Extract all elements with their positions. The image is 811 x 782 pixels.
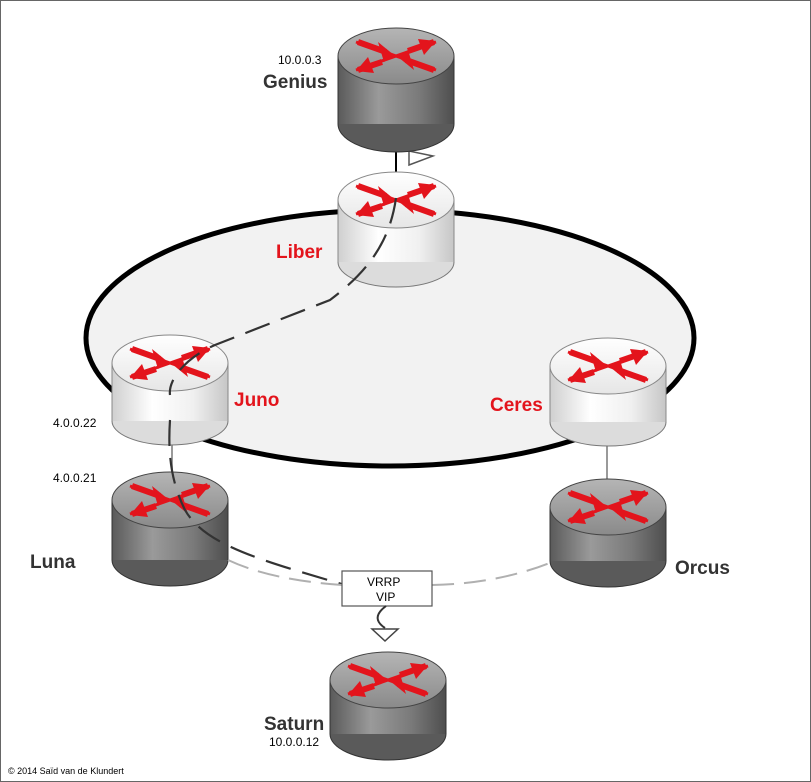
liber-label: Liber: [276, 242, 323, 263]
router-orcus: [549, 478, 667, 588]
juno-label: Juno: [234, 390, 279, 411]
vip-label: VIP: [376, 590, 395, 604]
path-juno-vrrp: [168, 419, 346, 587]
ceres-label: Ceres: [490, 395, 543, 416]
vrrp-label: VRRP: [367, 575, 400, 589]
juno-address: 4.0.0.22: [53, 416, 97, 430]
copyright-notice: © 2014 Saïd van de Klundert: [8, 766, 124, 776]
luna-label: Luna: [30, 552, 76, 573]
triangle-marker-genius: [408, 150, 436, 167]
genius-label: Genius: [263, 72, 327, 93]
link-vrrp-saturn: [376, 605, 387, 629]
router-genius: [337, 27, 455, 153]
router-luna: [111, 471, 229, 587]
link-orcus-vrrp: [431, 561, 553, 586]
triangle-marker-saturn: [370, 628, 400, 643]
router-ceres: [549, 337, 667, 447]
orcus-label: Orcus: [675, 558, 730, 579]
saturn-address: 10.0.0.12: [269, 735, 319, 749]
link-luna-vrrp: [227, 559, 343, 586]
luna-address: 4.0.0.21: [53, 471, 97, 485]
router-saturn: [329, 651, 447, 761]
router-liber: [337, 171, 455, 288]
path-liber-juno: [168, 197, 398, 396]
vrrp-vip-box: [341, 570, 433, 607]
genius-address: 10.0.0.3: [278, 53, 322, 67]
saturn-label: Saturn: [264, 714, 324, 735]
